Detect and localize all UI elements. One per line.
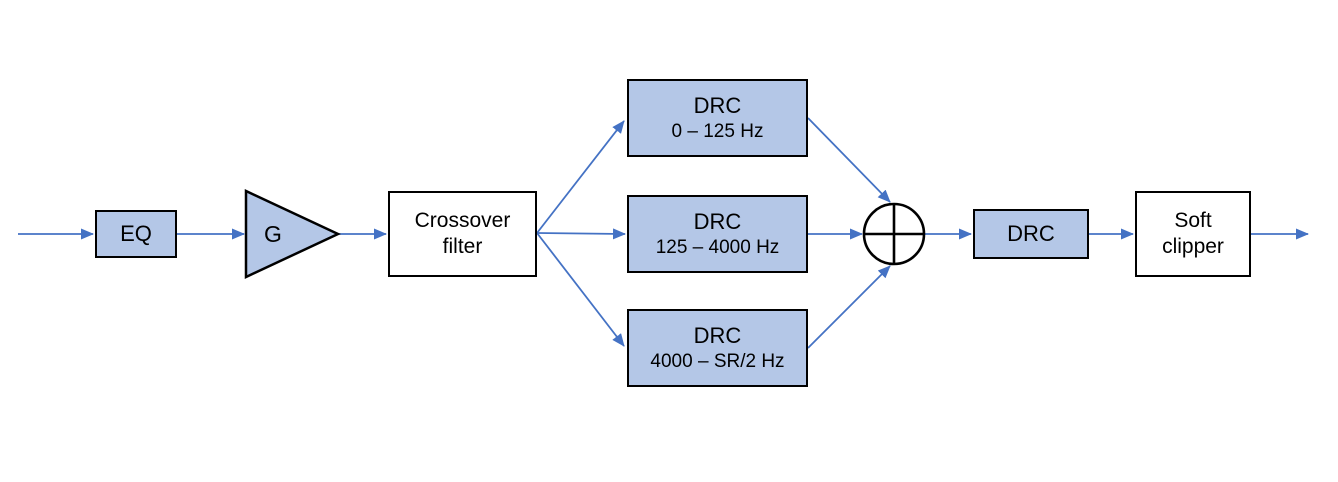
connector-drc-high-to-sum [807,265,891,349]
crossover-label-line1: Crossover [414,209,511,233]
drc-mid-title: DRC [693,208,742,234]
drc-post-block: DRC [973,209,1089,259]
eq-block: EQ [95,210,177,258]
drc-post-label: DRC [1007,220,1055,246]
eq-label: EQ [120,220,152,246]
crossover-label-line2: filter [442,235,483,258]
soft-clipper-block: Soft clipper [1135,191,1251,277]
drc-mid-band-block: DRC 125 – 4000 Hz [627,195,808,273]
drc-mid-range: 125 – 4000 Hz [655,237,780,259]
drc-high-range: 4000 – SR/2 Hz [650,351,785,373]
connector-crossover-to-drc-high [536,232,625,347]
sum-junction-icon [862,202,926,266]
drc-low-band-block: DRC 0 – 125 Hz [627,79,808,157]
soft-clipper-label-line1: Soft [1174,209,1212,233]
drc-high-title: DRC [693,322,742,348]
drc-high-band-block: DRC 4000 – SR/2 Hz [627,309,808,387]
drc-low-title: DRC [693,92,742,118]
drc-low-range: 0 – 125 Hz [671,121,764,143]
soft-clipper-label-line2: clipper [1162,235,1224,258]
gain-triangle [244,189,341,279]
connector-drc-low-to-sum [807,117,891,203]
connector-crossover-to-drc-low [536,120,625,234]
crossover-filter-block: Crossover filter [388,191,537,277]
connector-crossover-to-drc-mid [536,228,626,240]
gain-label: G [264,220,282,247]
